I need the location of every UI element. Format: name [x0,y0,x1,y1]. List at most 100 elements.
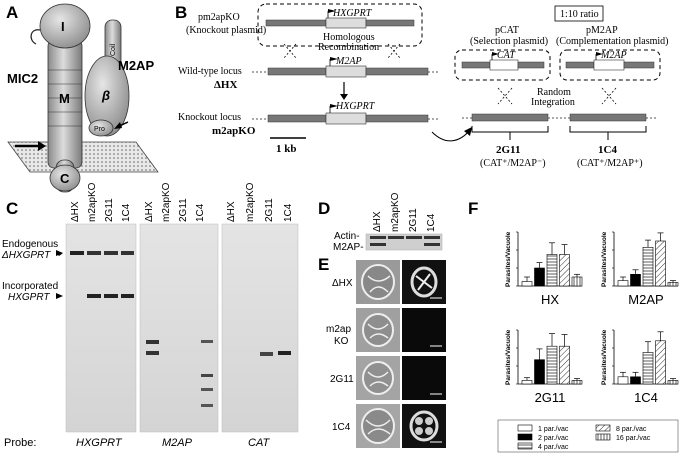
pcat-desc: (Selection plasmid) [470,36,548,47]
domain-i-label: I [61,19,65,34]
panel-a: A I M MIC2 Coil β Pro M2AP C [6,3,158,192]
wt-locus-label: Wild-type locus [178,66,242,77]
ko-locus-label: Knockout locus [178,112,241,123]
fluor-image-ko [402,308,446,352]
y-axis-label: Parasites/Vacuole [505,329,512,385]
bar [668,380,678,384]
lane-label: m2apKO [390,192,401,232]
row-label-hx: ΔHX [332,278,353,289]
band [70,251,84,255]
legend: 1 par./vac 2 par./vac 4 par./vac 8 par./… [498,420,678,452]
chart-title: M2AP [628,292,663,307]
lane-label: m2apKO [161,182,172,222]
i-domain [40,4,90,48]
coil-label: Coil [110,43,117,56]
band [201,404,213,407]
panel-label-f: F [468,199,478,218]
domain-m-label: M [59,91,70,106]
bar [560,255,570,287]
ratio-label: 1:10 ratio [560,9,599,20]
band [388,236,404,239]
band [370,243,386,246]
bar [522,282,532,287]
chart-title: 1C4 [634,390,658,405]
incorporated-gene-label: HXGPRT [8,292,50,303]
lane-label: ΔHX [70,201,81,222]
chart-title: HX [541,292,559,307]
scale-label: 1 kb [276,143,297,155]
band [121,251,134,255]
row-label-2g11: 2G11 [330,374,354,385]
panel-label-b: B [175,3,187,22]
knockout-plasmid-name: pm2apKO [198,12,240,23]
domain-c-label: C [60,171,70,186]
legend-4: 4 par./vac [538,444,569,451]
random-text-2: Integration [531,97,575,108]
band [87,251,101,255]
band [260,352,273,356]
bar [572,380,582,384]
knockout-plasmid-desc: (Knockout plasmid) [186,25,266,36]
bar [547,346,557,384]
incorporated-label: Incorporated [2,281,58,292]
lane-label: ΔHX [144,201,155,222]
panel-label-d: D [318,199,330,218]
blot-m2ap [140,224,218,432]
probe-hxgprt: HXGPRT [76,437,123,449]
bar [618,281,628,286]
endogenous-label: Endogenous [2,239,58,250]
bar [656,241,666,286]
legend-2: 2 par./vac [538,435,569,442]
recombination-text-2: Recombination [318,42,379,53]
probe-cat: CAT [248,437,270,449]
m2ap-label: M2AP [118,58,154,73]
lane-label: 1C4 [121,203,132,222]
blot-cat [222,224,298,432]
bar [618,377,628,384]
legend-8: 8 par./vac [616,426,647,433]
gene-m2ap-comp-label: M2AP [600,50,627,61]
band [146,351,159,355]
panel-b: B pm2apKO (Knockout plasmid) HXGPRT Homo… [175,3,668,169]
clone-2g11-label: 2G11 [496,144,520,156]
bar [643,353,653,385]
band [406,236,422,239]
band [121,294,134,298]
clone-2g11-genotype: (CAT⁺/M2AP⁻) [480,158,546,169]
mic2-label: MIC2 [7,71,38,86]
row-label-ko: m2ap [326,324,351,335]
gene-m2ap-label: M2AP [335,56,362,67]
pro-label: Pro [94,126,105,133]
panel-label-c: C [6,199,18,218]
pcat-name: pCAT [495,25,519,36]
band [201,374,213,377]
y-axis-label: Parasites/Vacuole [601,231,608,287]
lane-label: 2G11 [104,198,115,222]
lane-label: m2apKO [87,182,98,222]
clone-1c4-label: 1C4 [598,144,617,156]
panel-d: D ΔHXm2apKO2G111C4 Actin- M2AP- [318,192,442,253]
connector-line [31,30,40,44]
panel-e: E ΔHX m2ap KO 2G11 1C4 [318,255,446,448]
gene-hxgprt-label: HXGPRT [332,8,373,19]
probe-label: Probe: [4,437,36,449]
actin-label: Actin- [334,231,360,242]
pm2ap-name: pM2AP [586,25,618,36]
band [201,388,213,391]
bar-chart-m2ap: Parasites/VacuoleM2AP [601,231,678,307]
panel-label-e: E [318,255,329,274]
bar [522,380,532,384]
lane-label: ΔHX [372,211,383,232]
lane-label: ΔHX [226,201,237,222]
row-label-ko-2: KO [334,336,349,347]
bar [547,255,557,287]
bar [535,360,545,384]
endogenous-gene-label: ΔHXGPRT [1,250,51,261]
y-axis-label: Parasites/Vacuole [505,231,512,287]
legend-1: 1 par./vac [538,426,569,433]
band [370,236,386,239]
